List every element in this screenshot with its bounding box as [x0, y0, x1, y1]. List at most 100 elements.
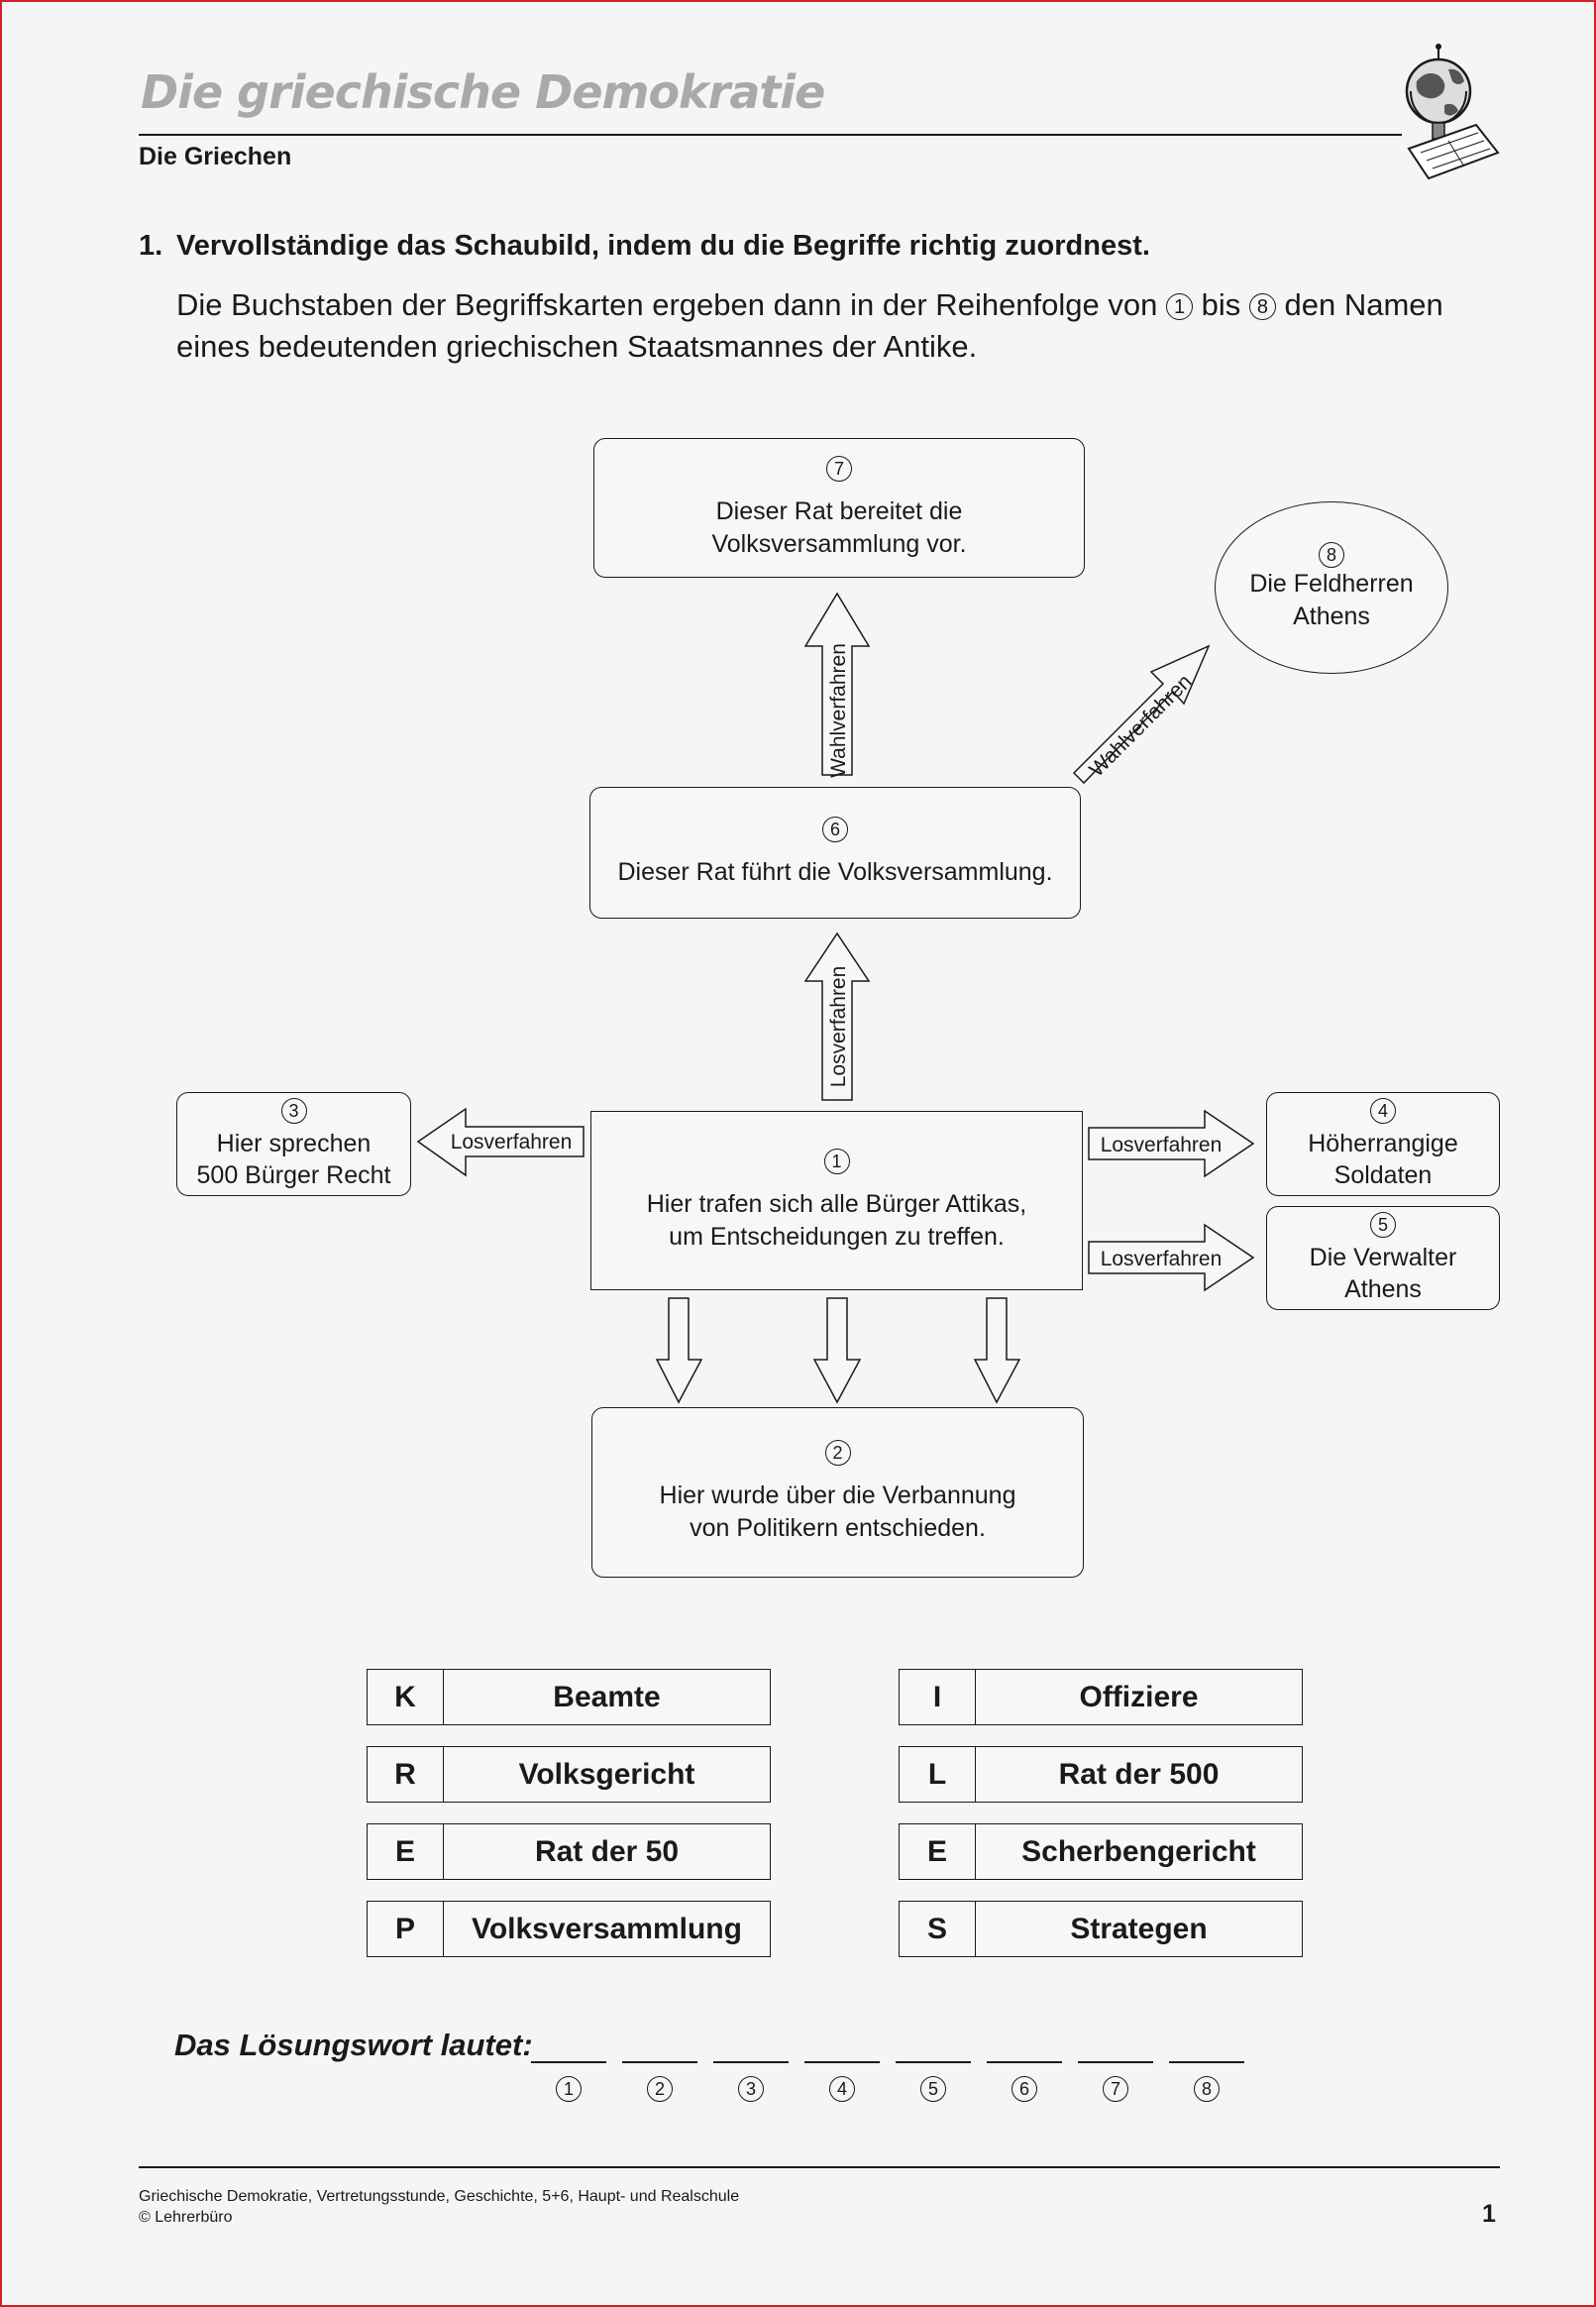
box-5-line2: Athens: [1344, 1274, 1422, 1303]
card-term: Offiziere: [1079, 1680, 1199, 1713]
card-term: Rat der 500: [1058, 1757, 1220, 1791]
page-title: Die griechische Demokratie: [141, 65, 825, 119]
number-8-circle: 8: [1248, 293, 1276, 321]
footer-line1: Griechische Demokratie, Vertretungsstund…: [139, 2188, 740, 2205]
task-number: 1.: [139, 230, 163, 262]
box-2-line1: Hier wurde über die Verbannung: [659, 1482, 1016, 1509]
answer-blank[interactable]: [531, 2061, 606, 2063]
box-6-council-leads: 6 Dieser Rat führt die Volksversammlung.: [589, 787, 1081, 919]
answer-slot-number: 3: [713, 2076, 789, 2102]
number-7-circle: 7: [826, 455, 852, 482]
number-3-circle: 3: [280, 1097, 307, 1124]
term-card: I Offiziere: [899, 1669, 1303, 1725]
footer-text: Griechische Demokratie, Vertretungsstund…: [139, 2186, 739, 2228]
header-rule: [139, 134, 1402, 136]
number-1-circle: 1: [823, 1148, 850, 1174]
box-5-administrators: 5 Die Verwalter Athens: [1266, 1206, 1500, 1310]
arrow-label-to5: Losverfahren: [1101, 1248, 1223, 1270]
answer-slot-number: 8: [1169, 2076, 1244, 2102]
footer-line2: © Lehrerbüro: [139, 2209, 233, 2226]
task-heading: Vervollständige das Schaubild, indem du …: [176, 230, 1150, 262]
arrow-to-box6: [803, 932, 871, 1101]
arrow-label-to6: Losverfahren: [827, 966, 850, 1088]
box-8-line2: Athens: [1293, 603, 1370, 630]
card-letter: I: [900, 1670, 976, 1724]
term-card: E Scherbengericht: [899, 1823, 1303, 1880]
box-1-line2: um Entscheidungen zu treffen.: [669, 1222, 1005, 1251]
task-text-part2: bis: [1201, 287, 1241, 322]
card-letter: E: [368, 1824, 444, 1879]
box-3-line1: Hier sprechen: [216, 1129, 372, 1157]
card-letter: L: [900, 1747, 976, 1802]
footer-rule: [139, 2166, 1500, 2168]
answer-blank[interactable]: [1169, 2061, 1244, 2063]
card-letter: E: [900, 1824, 976, 1879]
arrow-label-to3: Losverfahren: [451, 1131, 573, 1154]
term-card: S Strategen: [899, 1901, 1303, 1957]
box-1-assembly: 1 Hier trafen sich alle Bürger Attikas, …: [590, 1111, 1083, 1290]
card-term: Beamte: [553, 1680, 661, 1713]
number-8-circle: 8: [1319, 542, 1344, 568]
answer-slot-number: 7: [1078, 2076, 1153, 2102]
box-8-generals: 8 Die Feldherren Athens: [1215, 501, 1448, 674]
number-4-circle: 4: [1370, 1097, 1396, 1124]
answer-slot-number: 6: [987, 2076, 1062, 2102]
page-number: 1: [1482, 2200, 1496, 2228]
arrow-to-box5: [1088, 1223, 1255, 1292]
card-letter: R: [368, 1747, 444, 1802]
term-card: P Volksversammlung: [367, 1901, 771, 1957]
arrow-to-box3: [416, 1107, 585, 1177]
box-7-line1: Dieser Rat bereitet die: [715, 496, 963, 525]
card-term: Scherbengericht: [1021, 1834, 1256, 1868]
arrow-to-box8: [1072, 644, 1211, 785]
card-letter: K: [368, 1670, 444, 1724]
answer-blank[interactable]: [1078, 2061, 1153, 2063]
term-card: K Beamte: [367, 1669, 771, 1725]
solution-label: Das Lösungswort lautet:: [174, 2028, 533, 2062]
answer-blank[interactable]: [713, 2061, 789, 2063]
box-1-line1: Hier trafen sich alle Bürger Attikas,: [646, 1189, 1027, 1218]
card-term: Rat der 50: [534, 1834, 680, 1868]
answer-blank[interactable]: [987, 2061, 1062, 2063]
arrow-down-left: [655, 1297, 703, 1404]
card-term: Volksversammlung: [472, 1912, 742, 1945]
arrow-label-to8: Wahlverfahren: [1085, 670, 1196, 781]
arrow-to-box4: [1088, 1109, 1255, 1178]
box-2-ostracism: 2 Hier wurde über die Verbannung von Pol…: [591, 1407, 1084, 1578]
box-3-court: 3 Hier sprechen 500 Bürger Recht: [176, 1092, 411, 1196]
answer-blank[interactable]: [896, 2061, 971, 2063]
number-6-circle: 6: [822, 817, 848, 842]
arrow-to-box7: [803, 592, 871, 776]
arrow-label-to7: Wahlverfahren: [827, 643, 850, 778]
box-3-line2: 500 Bürger Recht: [196, 1160, 391, 1189]
answer-slot-number: 5: [896, 2076, 971, 2102]
task-instructions: Die Buchstaben der Begriffskarten ergebe…: [176, 284, 1464, 368]
box-4-line1: Höherrangige: [1308, 1129, 1458, 1157]
box-5-line1: Die Verwalter: [1309, 1243, 1457, 1271]
globe-icon: [1405, 44, 1500, 180]
term-card: E Rat der 50: [367, 1823, 771, 1880]
box-4-line2: Soldaten: [1333, 1160, 1433, 1189]
answer-slot-number: 2: [622, 2076, 697, 2102]
number-2-circle: 2: [824, 1440, 851, 1466]
term-card: L Rat der 500: [899, 1746, 1303, 1803]
answer-blank[interactable]: [622, 2061, 697, 2063]
diagram-arrows: Wahlverfahren Losverfahren Wahlverfahren…: [416, 592, 1255, 1404]
arrow-down-right: [973, 1297, 1021, 1404]
term-card: R Volksgericht: [367, 1746, 771, 1803]
task-text-part1: Die Buchstaben der Begriffskarten ergebe…: [176, 287, 1158, 322]
card-letter: P: [368, 1902, 444, 1956]
arrow-down-middle: [812, 1297, 862, 1404]
box-6-line1: Dieser Rat führt die Volksversammlung.: [617, 858, 1053, 886]
number-5-circle: 5: [1370, 1211, 1396, 1238]
page-subtitle: Die Griechen: [139, 143, 292, 170]
arrow-label-to4: Losverfahren: [1101, 1134, 1223, 1156]
card-term: Volksgericht: [518, 1757, 695, 1791]
task-text-part3: den Namen eines bedeutenden griechischen…: [176, 287, 1443, 364]
box-7-council-prepares: 7 Dieser Rat bereitet die Volksversammlu…: [593, 438, 1085, 578]
number-1-circle: 1: [1166, 293, 1193, 321]
answer-slot-number: 4: [804, 2076, 880, 2102]
box-2-line2: von Politikern entschieden.: [690, 1514, 986, 1542]
answer-blank[interactable]: [804, 2061, 880, 2063]
